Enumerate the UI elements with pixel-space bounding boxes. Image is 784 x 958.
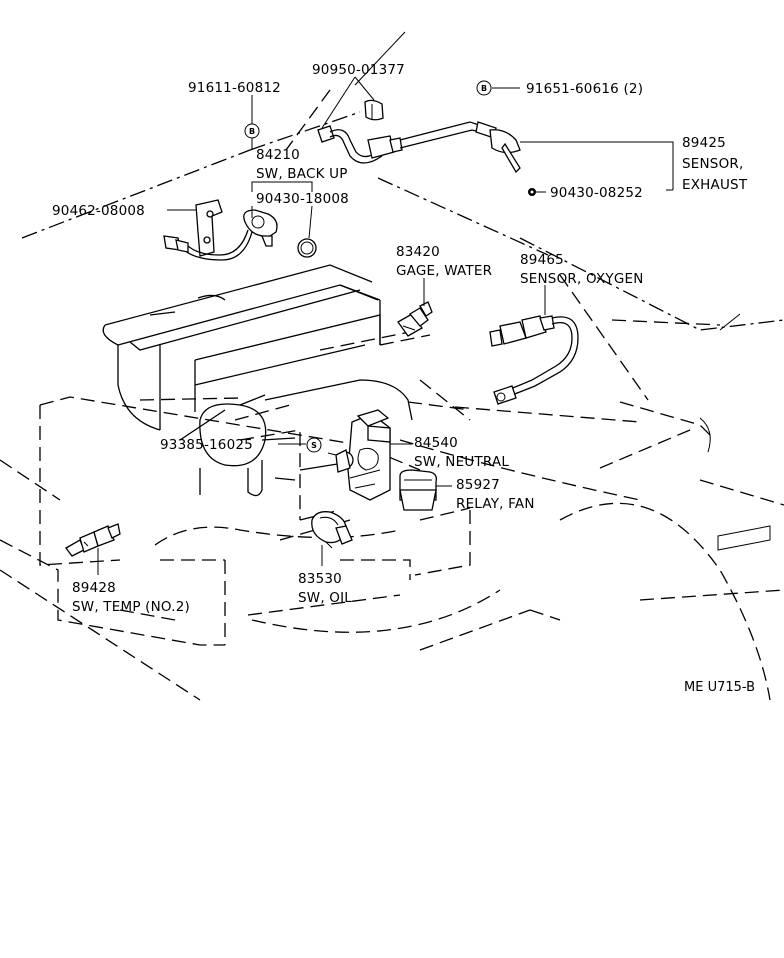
marker-b-right-letter: B xyxy=(481,84,487,93)
water-gage-part xyxy=(397,301,433,337)
exhaust-sensor-part xyxy=(317,99,536,196)
marker-s: S xyxy=(306,437,322,453)
label-89465-number: 89465 xyxy=(520,252,564,268)
part-labels: 91611-60812 90950-01377 91651-60616 (2) … xyxy=(52,62,755,695)
leader-lines xyxy=(97,76,674,575)
label-89425-line2: EXHAUST xyxy=(682,177,748,193)
temp-switch-part xyxy=(65,523,121,557)
oil-switch-part xyxy=(311,511,353,549)
label-84210-number: 84210 xyxy=(256,147,300,163)
label-91611-60812: 91611-60812 xyxy=(188,80,281,96)
label-84540-number: 84540 xyxy=(414,435,458,451)
marker-b-left: B xyxy=(244,123,260,139)
label-89425-line1: SENSOR, xyxy=(682,156,743,172)
label-89428-name: SW, TEMP (NO.2) xyxy=(72,599,190,615)
label-90950-01377: 90950-01377 xyxy=(312,62,405,78)
marker-b-right: B xyxy=(476,80,492,96)
label-91651-60616: 91651-60616 (2) xyxy=(526,81,643,97)
label-90430-08252: 90430-08252 xyxy=(550,185,643,201)
neutral-switch-part xyxy=(327,409,391,501)
reference-code: ME U715-B xyxy=(684,680,755,695)
label-93385-16025: 93385-16025 xyxy=(160,437,253,453)
label-85927-number: 85927 xyxy=(456,477,500,493)
marker-b-left-letter: B xyxy=(249,127,255,136)
label-89428-number: 89428 xyxy=(72,580,116,596)
label-90462-08008: 90462-08008 xyxy=(52,203,145,219)
fan-relay-part xyxy=(399,469,471,521)
label-84210-name: SW, BACK UP xyxy=(256,166,348,182)
label-83530-number: 83530 xyxy=(298,571,342,587)
backup-switch-part xyxy=(163,199,317,261)
label-84540-name: SW, NEUTRAL xyxy=(414,454,509,470)
oxygen-sensor-part xyxy=(489,315,579,405)
label-89425-number: 89425 xyxy=(682,135,726,151)
marker-s-letter: S xyxy=(311,441,317,450)
label-83420-name: GAGE, WATER xyxy=(396,263,492,279)
label-83420-number: 83420 xyxy=(396,244,440,260)
label-85927-name: RELAY, FAN xyxy=(456,496,535,512)
label-89465-name: SENSOR, OXYGEN xyxy=(520,271,644,287)
label-83530-name: SW, OIL xyxy=(298,590,352,606)
label-90430-18008: 90430-18008 xyxy=(256,191,349,207)
